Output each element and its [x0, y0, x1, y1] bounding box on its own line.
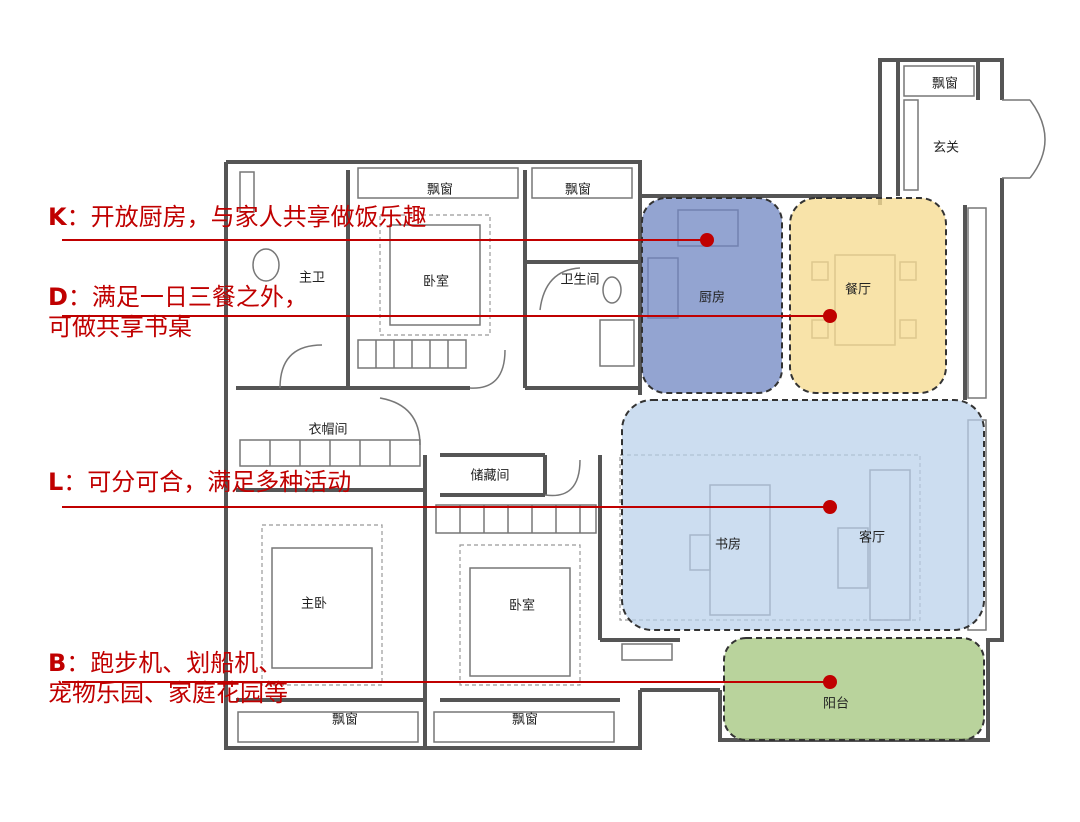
label-bay-window-entry: 飘窗 — [932, 76, 958, 92]
kitchen-zone — [641, 197, 783, 394]
annotation-dining-line2: 可做共享书桌 — [48, 313, 192, 341]
label-bathroom: 卫生间 — [560, 273, 599, 288]
annotation-kitchen-text: ：开放厨房，与家人共享做饭乐趣 — [66, 203, 427, 231]
label-storage: 储藏间 — [470, 469, 509, 484]
label-bay-window-bottom-mid: 飘窗 — [512, 712, 538, 728]
annotation-dining-text: ：满足一日三餐之外， — [67, 283, 308, 311]
label-bedroom-bottom: 卧室 — [509, 598, 535, 614]
room-labels: 飘窗 飘窗 飘窗 玄关 卧室 卫生间 主卫 厨房 餐厅 衣帽间 储藏间 书房 客… — [299, 76, 959, 728]
annotation-balcony-code: B — [48, 649, 67, 677]
annotation-living-text: ：可分可合，满足多种活动 — [63, 468, 352, 496]
label-balcony: 阳台 — [823, 697, 849, 712]
annotation-kitchen-code: K — [48, 203, 67, 231]
label-bay-window-top-left: 飘窗 — [427, 182, 453, 198]
wardrobe-slats — [239, 339, 597, 534]
annotation-living: L：可分可合，满足多种活动 — [48, 467, 351, 497]
annotation-kitchen: K：开放厨房，与家人共享做饭乐趣 — [48, 202, 427, 232]
living-zone — [621, 399, 985, 631]
label-wardrobe: 衣帽间 — [308, 422, 347, 438]
label-bay-window-top-mid: 飘窗 — [565, 182, 591, 198]
label-bedroom-top: 卧室 — [423, 274, 449, 290]
annotation-dining: D：满足一日三餐之外， 可做共享书桌 — [48, 282, 308, 342]
marker-d — [823, 309, 837, 323]
label-study: 书房 — [715, 537, 741, 553]
marker-b — [823, 675, 837, 689]
annotation-living-code: L — [48, 468, 64, 496]
label-entry: 玄关 — [933, 141, 959, 156]
label-kitchen: 厨房 — [699, 290, 725, 306]
marker-k — [700, 233, 714, 247]
annotation-balcony-line2: 宠物乐园、家庭花园等 — [48, 679, 288, 707]
annotation-balcony-text: ：跑步机、划船机、 — [66, 649, 283, 677]
label-bay-window-bottom-left: 飘窗 — [332, 712, 358, 728]
interior-walls — [236, 60, 980, 748]
functional-zones — [621, 197, 985, 741]
balcony-zone — [723, 637, 985, 741]
annotation-balcony: B：跑步机、划船机、 宠物乐园、家庭花园等 — [48, 648, 288, 708]
label-living: 客厅 — [859, 530, 885, 546]
leader-lines — [62, 233, 837, 689]
label-dining: 餐厅 — [845, 282, 871, 298]
label-master-bedroom: 主卧 — [301, 597, 327, 612]
dining-zone — [789, 197, 947, 394]
label-master-bath-partial: 主卫 — [299, 271, 325, 286]
marker-l — [823, 500, 837, 514]
annotation-dining-code: D — [48, 283, 68, 311]
